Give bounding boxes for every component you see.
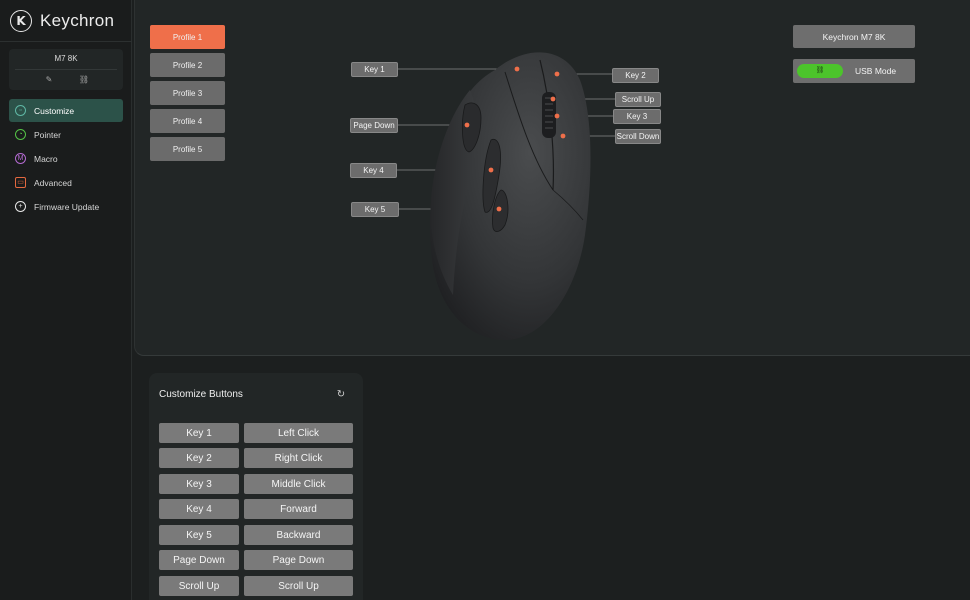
- device-label-button[interactable]: Keychron M7 8K: [793, 25, 915, 48]
- key-4-button-shape: [482, 138, 501, 213]
- sidebar-divider: [0, 41, 132, 42]
- profile-5-button[interactable]: Profile 5: [150, 137, 225, 161]
- sidebar-item-label: Customize: [34, 105, 75, 116]
- device-card: M7 8K ✎ ⛓: [9, 49, 123, 90]
- callout-key-4[interactable]: Key 4: [350, 163, 397, 178]
- key-4-action-button[interactable]: Forward: [244, 499, 353, 519]
- customize-buttons-title: Customize Buttons: [159, 389, 243, 400]
- mouse-illustration: [397, 52, 615, 340]
- usb-mode-label: USB Mode: [855, 66, 897, 76]
- sidebar-item-advanced[interactable]: ▭ Advanced: [9, 171, 123, 194]
- profile-2-button[interactable]: Profile 2: [150, 53, 225, 77]
- callout-page-down[interactable]: Page Down: [350, 118, 398, 133]
- sidebar-item-label: Advanced: [34, 177, 72, 188]
- macro-icon: M: [15, 153, 26, 164]
- customize-buttons-card: Customize Buttons ↻ Key 1 Left Click Key…: [149, 373, 363, 600]
- sidebar-item-customize[interactable]: ▫ Customize: [9, 99, 123, 122]
- usb-mode-button[interactable]: ⛓ USB Mode: [793, 59, 915, 83]
- device-card-divider: [15, 69, 117, 70]
- mouse-layout-panel: Profile 1 Profile 2 Profile 3 Profile 4 …: [134, 0, 970, 356]
- key-4-button[interactable]: Key 4: [159, 499, 239, 519]
- callout-key-3[interactable]: Key 3: [613, 109, 661, 124]
- calendar-icon: ▭: [15, 177, 26, 188]
- key-1-action-button[interactable]: Left Click: [244, 423, 353, 443]
- sidebar-item-firmware-update[interactable]: + Firmware Update: [9, 195, 123, 218]
- callout-key-1[interactable]: Key 1: [351, 62, 398, 77]
- keychron-logo-icon: K: [10, 10, 32, 32]
- scroll-up-action-button[interactable]: Scroll Up: [244, 576, 353, 596]
- sidebar-item-macro[interactable]: M Macro: [9, 147, 123, 170]
- callout-key-2[interactable]: Key 2: [612, 68, 659, 83]
- button-markers: [464, 66, 566, 212]
- reset-icon[interactable]: ↻: [336, 389, 346, 400]
- key-1-button[interactable]: Key 1: [159, 423, 239, 443]
- page-down-button[interactable]: Page Down: [159, 550, 239, 570]
- usb-mode-toggle[interactable]: ⛓: [797, 64, 843, 78]
- profile-3-button[interactable]: Profile 3: [150, 81, 225, 105]
- key-5-action-button[interactable]: Backward: [244, 525, 353, 545]
- device-name: M7 8K: [54, 54, 78, 63]
- key-3-button[interactable]: Key 3: [159, 474, 239, 494]
- key-2-action-button[interactable]: Right Click: [244, 448, 353, 468]
- sidebar-item-pointer[interactable]: ◔ Pointer: [9, 123, 123, 146]
- key-3-action-button[interactable]: Middle Click: [244, 474, 353, 494]
- key-5-button[interactable]: Key 5: [159, 525, 239, 545]
- page-down-action-button[interactable]: Page Down: [244, 550, 353, 570]
- scroll-up-button[interactable]: Scroll Up: [159, 576, 239, 596]
- sidebar: K Keychron M7 8K ✎ ⛓ ▫ Customize ◔ Point…: [0, 0, 132, 600]
- profile-1-button[interactable]: Profile 1: [150, 25, 225, 49]
- edit-icon[interactable]: ✎: [45, 75, 53, 84]
- brand-name: Keychron: [40, 11, 115, 30]
- key-2-button[interactable]: Key 2: [159, 448, 239, 468]
- callout-scroll-up[interactable]: Scroll Up: [615, 92, 661, 107]
- page-down-button-shape: [461, 102, 482, 153]
- plus-circle-icon: +: [15, 201, 26, 212]
- gauge-icon: ◔: [15, 129, 26, 140]
- link-icon[interactable]: ⛓: [78, 75, 90, 84]
- sidebar-item-label: Macro: [34, 153, 58, 164]
- sidebar-item-label: Firmware Update: [34, 201, 100, 212]
- profile-4-button[interactable]: Profile 4: [150, 109, 225, 133]
- sidebar-item-label: Pointer: [34, 129, 61, 140]
- mouse-icon: ▫: [15, 105, 26, 116]
- brand: K Keychron: [10, 9, 114, 33]
- callout-key-5[interactable]: Key 5: [351, 202, 399, 217]
- callout-scroll-down[interactable]: Scroll Down: [615, 129, 661, 144]
